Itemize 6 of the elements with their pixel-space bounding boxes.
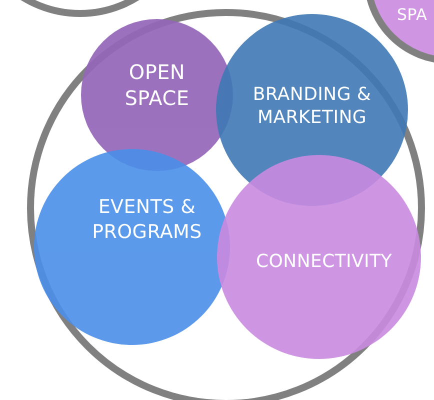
topic-label: OPEN SPACE: [124, 59, 190, 111]
topic-label: CONNECTIVITY: [255, 250, 393, 274]
topic-label: EVENTS & PROGRAMS: [91, 195, 203, 244]
topic-label: BRANDING & MARKETING: [252, 83, 372, 130]
topic-label: SPA: [396, 5, 428, 26]
circle-outline: [27, 9, 425, 400]
